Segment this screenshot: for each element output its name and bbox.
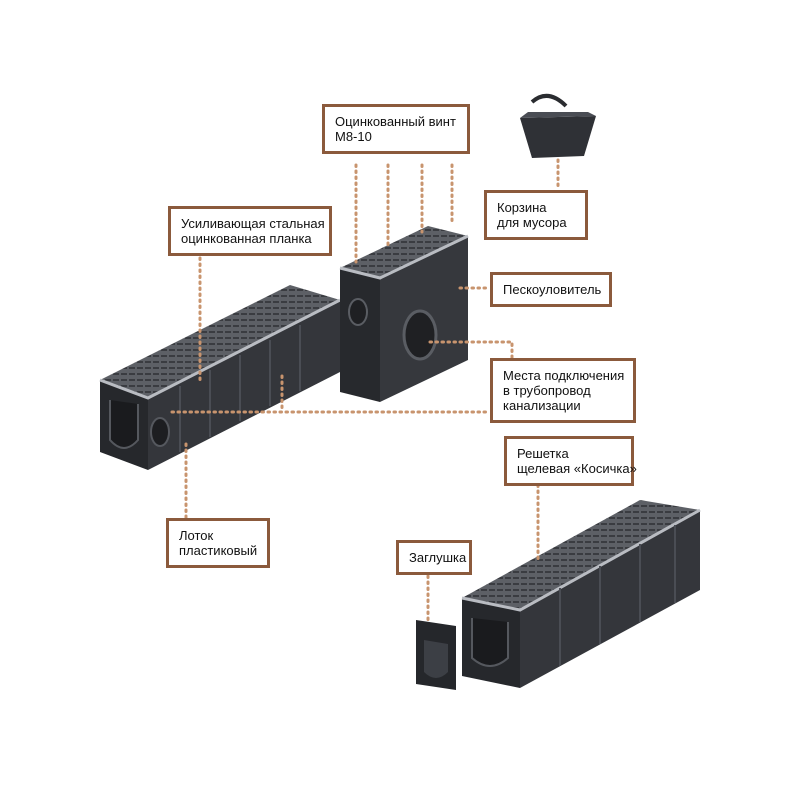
label-debris-basket: Корзина для мусора [484, 190, 588, 240]
label-connection-points: Места подключения в трубопровод канализа… [490, 358, 636, 423]
left-channel-steel-edge [99, 298, 341, 400]
right-channel-illustration [461, 500, 701, 688]
right-channel-side [520, 510, 700, 688]
left-channel-profile [109, 400, 139, 449]
sand-trap-front [340, 268, 380, 402]
right-channel-steel-edge [461, 508, 701, 612]
basket-body [520, 116, 596, 158]
label-end-plug: Заглушка [396, 540, 472, 575]
basket-illustration [520, 94, 596, 158]
left-channel-outlet [150, 417, 170, 447]
right-channel-profile [471, 618, 509, 667]
left-channel-side [148, 300, 340, 470]
sand-trap-steel-edge [339, 234, 469, 280]
label-galvanized-screw: Оцинкованный винт М8-10 [322, 104, 470, 154]
end-cap-profile [424, 640, 448, 678]
sand-trap-outlet [402, 309, 438, 361]
sand-trap-illustration [339, 226, 469, 402]
basket-rim [520, 112, 596, 118]
left-channel-illustration [99, 285, 341, 470]
label-plastic-tray: Лоток пластиковый [166, 518, 270, 568]
label-steel-plate: Усиливающая стальная оцинкованная планка [168, 206, 332, 256]
connector-lines [170, 158, 560, 622]
label-sand-trap: Пескоуловитель [490, 272, 612, 307]
sand-trap-grate [340, 226, 468, 278]
left-channel-grate [100, 285, 340, 398]
right-channel-grate [462, 500, 700, 610]
basket-handle [530, 94, 568, 108]
label-slotted-grate: Решетка щелевая «Косичка» [504, 436, 637, 486]
sand-trap-inlet [348, 298, 368, 326]
end-cap-illustration [416, 620, 456, 690]
